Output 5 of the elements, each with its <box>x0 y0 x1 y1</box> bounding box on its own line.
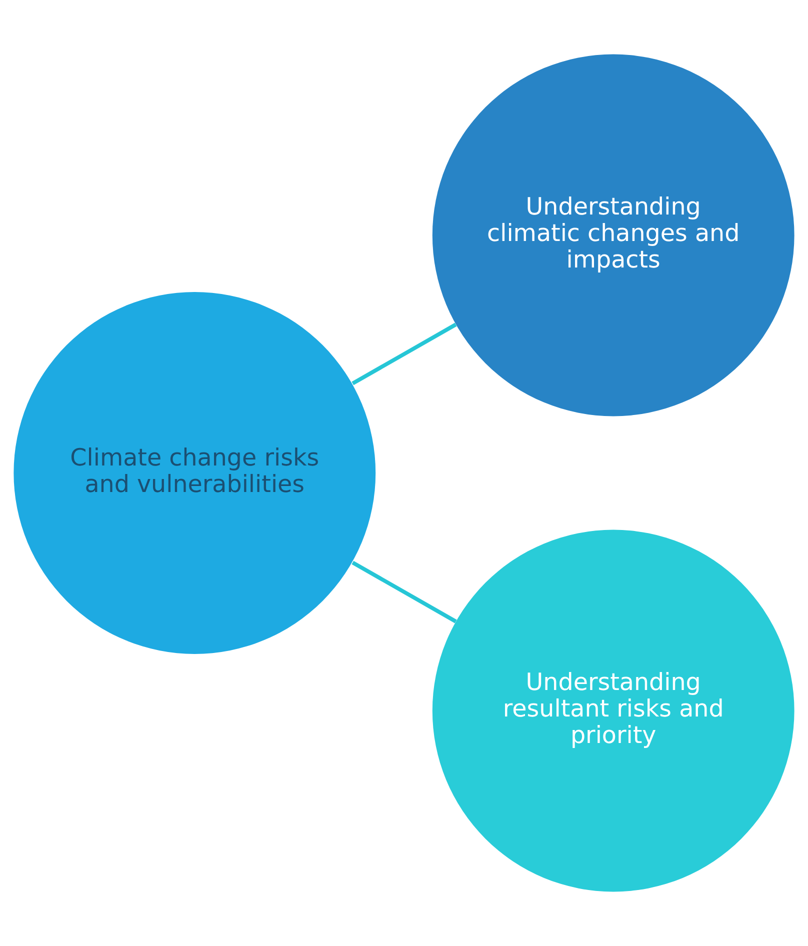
node-circle: Understanding resultant risks and priority <box>432 530 794 892</box>
node-circle: Climate change risks and vulnerabilities <box>14 292 376 654</box>
node-circle: Understanding climatic changes and impacts <box>432 54 794 416</box>
connector <box>352 322 457 386</box>
connector <box>352 560 457 624</box>
